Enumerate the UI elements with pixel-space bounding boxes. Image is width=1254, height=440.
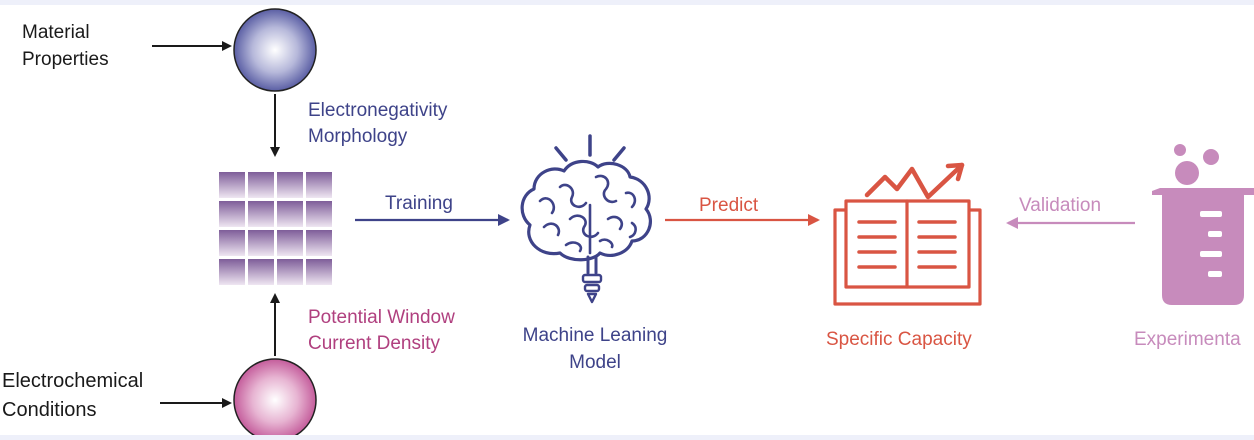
grid-cell (248, 230, 274, 256)
grid-cell (277, 230, 303, 256)
grid-cell (219, 172, 245, 198)
grid-cell (306, 259, 332, 285)
output-label: Specific Capacity (826, 329, 972, 350)
grid-cell (219, 201, 245, 227)
condition-sphere-icon (233, 358, 317, 435)
grid-cell (219, 230, 245, 256)
grid-cell (248, 259, 274, 285)
grid-cell (248, 172, 274, 198)
beaker-icon (1152, 144, 1254, 305)
training-label: Training (385, 193, 453, 214)
grid-cell (306, 230, 332, 256)
grid-cell (306, 172, 332, 198)
material-sphere-icon (233, 8, 317, 92)
grid-matrix-icon (219, 172, 333, 286)
grid-cell (277, 259, 303, 285)
grid-cell (277, 201, 303, 227)
grid-cell (277, 172, 303, 198)
predict-label: Predict (699, 195, 759, 216)
experimental-label: Experimenta (1134, 329, 1241, 350)
validation-label: Validation (1019, 195, 1102, 216)
grid-cell (248, 201, 274, 227)
diagram-graphics (152, 8, 1254, 435)
grid-cell (219, 259, 245, 285)
grid-cell (306, 201, 332, 227)
open-book-chart-icon (833, 162, 982, 306)
brain-lightbulb-icon (520, 134, 652, 304)
